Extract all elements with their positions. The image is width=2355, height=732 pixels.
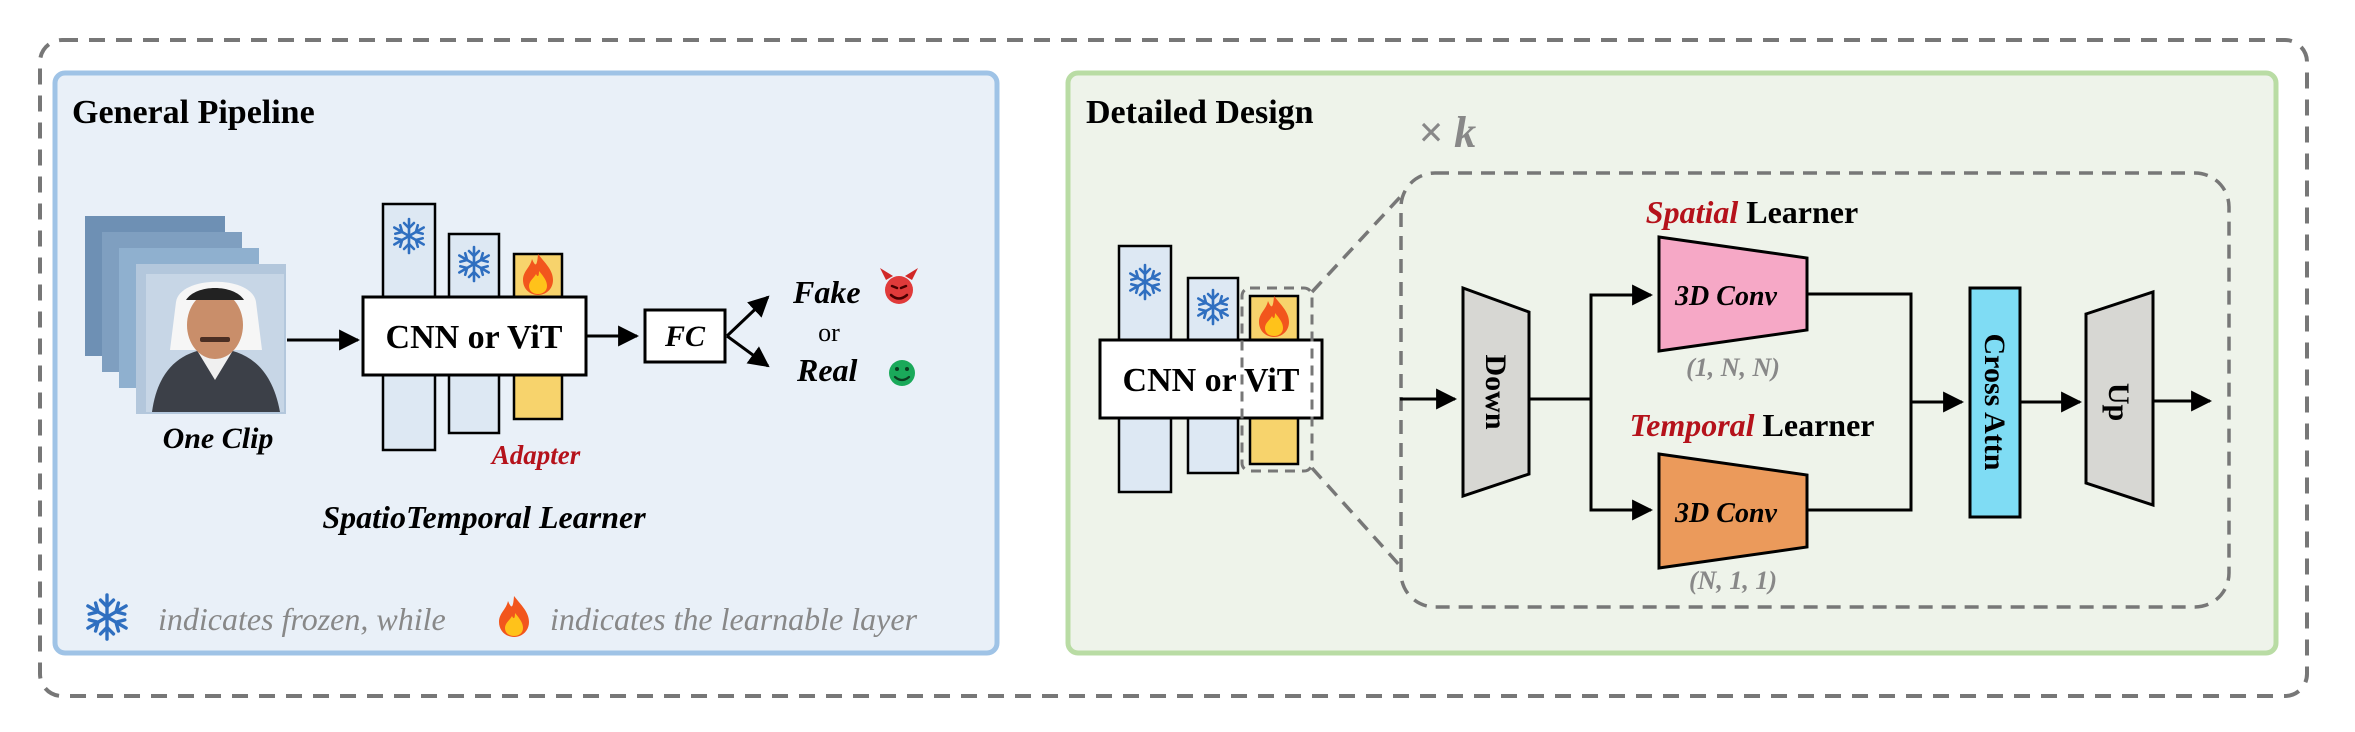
video-clip-frames bbox=[85, 216, 286, 414]
outer-frame bbox=[38, 38, 2309, 698]
legend-frozen-text: indicates frozen, while bbox=[158, 601, 446, 637]
panel-title: Detailed Design bbox=[1086, 94, 1314, 131]
cross-attn-block bbox=[1968, 286, 2022, 519]
temporal-learner-title: Temporal Learner bbox=[1630, 407, 1875, 443]
spatial-rest: Learner bbox=[1738, 194, 1858, 230]
split-line-bottom bbox=[1589, 399, 1654, 521]
temporal-conv-label: 3D Conv bbox=[1674, 498, 1777, 529]
temporal-kernel: (N, 1, 1) bbox=[1689, 566, 1777, 595]
up-label: Up bbox=[2102, 383, 2135, 421]
face-frame bbox=[146, 274, 284, 412]
down-block bbox=[1461, 285, 1531, 499]
backbone-label: CNN or ViT bbox=[386, 319, 563, 356]
real-label: Real bbox=[796, 352, 858, 388]
legend-learnable-text: indicates the learnable layer bbox=[550, 601, 918, 637]
backbone-box bbox=[361, 295, 588, 377]
adapter-highlight bbox=[1240, 286, 1314, 473]
legend: indicates frozen, while indicates the le… bbox=[86, 593, 918, 641]
backbone-label: CNN or ViT bbox=[1123, 362, 1300, 399]
temporal-rest: Learner bbox=[1755, 407, 1875, 443]
panel-title: General Pipeline bbox=[72, 94, 315, 131]
up-block bbox=[2084, 289, 2155, 508]
fc-to-fake-arrow bbox=[725, 295, 770, 338]
detailed-design-panel: Detailed Design × k CNN or ViT Down Spat… bbox=[1065, 70, 2279, 656]
merge-line-bottom bbox=[1807, 402, 1913, 512]
adapter-detail-box bbox=[1399, 171, 2231, 609]
spatial-learner-title: Spatial Learner bbox=[1646, 194, 1858, 230]
merge-line-top bbox=[1807, 292, 1913, 402]
down-label: Down bbox=[1479, 354, 1512, 429]
temporal-highlight: Temporal bbox=[1630, 407, 1755, 443]
spatial-kernel: (1, N, N) bbox=[1686, 353, 1780, 382]
spatial-highlight: Spatial bbox=[1646, 194, 1739, 230]
learner-caption: SpatioTemporal Learner bbox=[322, 499, 646, 535]
backbone-box bbox=[1098, 338, 1324, 420]
fc-label: FC bbox=[664, 320, 706, 353]
cross-attn-label: Cross Attn bbox=[1978, 334, 2011, 471]
temporal-conv-block bbox=[1657, 452, 1809, 570]
split-line-top bbox=[1529, 284, 1654, 401]
fc-box bbox=[643, 308, 727, 364]
repeat-label: × k bbox=[1418, 108, 1476, 157]
or-label: or bbox=[818, 318, 840, 347]
clip-label: One Clip bbox=[163, 422, 274, 455]
fake-label: Fake bbox=[792, 274, 861, 310]
devil-face-icon bbox=[880, 268, 918, 304]
smile-face-icon bbox=[889, 360, 915, 386]
spatial-conv-label: 3D Conv bbox=[1674, 281, 1777, 312]
fc-to-real-arrow bbox=[726, 334, 770, 368]
adapter-label: Adapter bbox=[490, 440, 581, 470]
general-pipeline-panel: General Pipeline One Clip bbox=[52, 70, 1000, 656]
spatial-conv-block bbox=[1657, 235, 1809, 353]
